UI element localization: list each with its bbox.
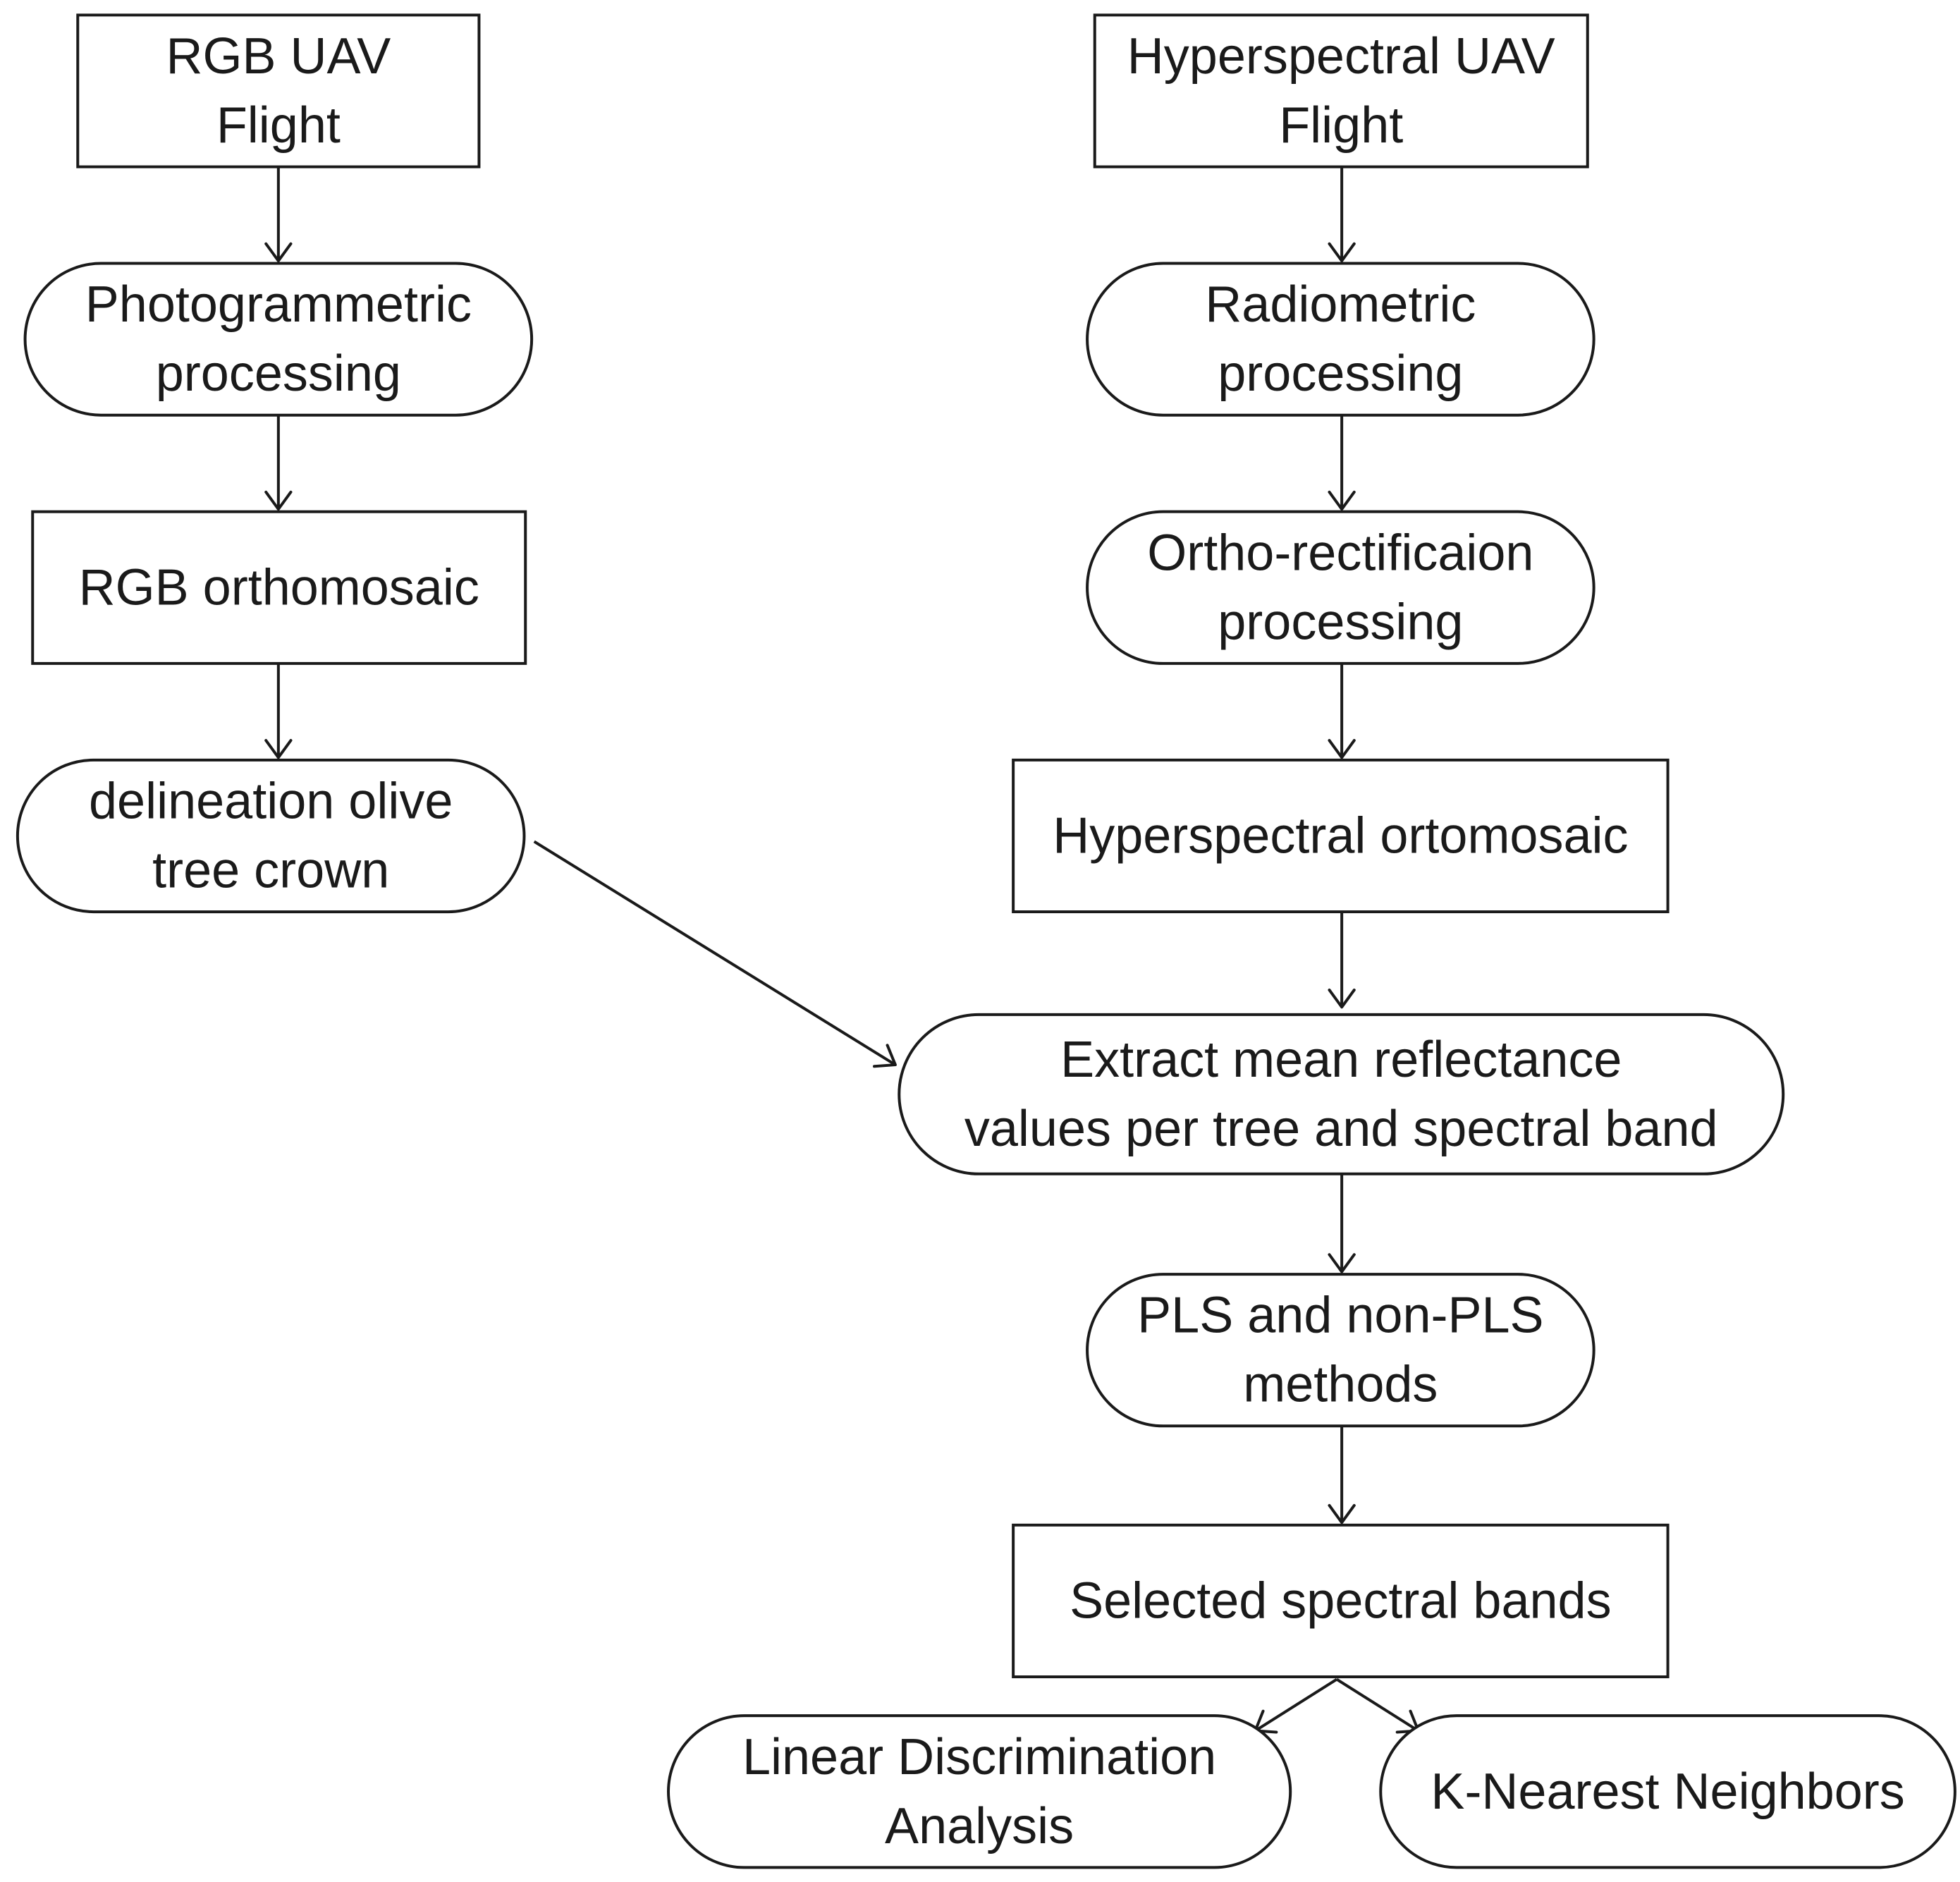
edge-photogrammetric-to-rgb-ortho xyxy=(264,415,293,511)
node-label-line: Hyperspectral UAV xyxy=(1127,28,1555,85)
node-hyper-flight: Hyperspectral UAV Flight xyxy=(1093,13,1589,169)
node-selected: Selected spectral bands xyxy=(1012,1523,1670,1679)
node-label-line: methods xyxy=(1243,1357,1438,1413)
node-label-line: Ortho-rectificaion xyxy=(1147,525,1533,581)
node-shape-rect xyxy=(1093,13,1589,169)
edge-line xyxy=(1254,1678,1338,1733)
node-label-line: Hyperspectral ortomosaic xyxy=(1053,807,1628,864)
node-label-line: RGB orthomosaic xyxy=(79,559,479,616)
node-label-line: Extract mean reflectance xyxy=(1060,1032,1622,1088)
node-shape-pill xyxy=(1086,1273,1595,1428)
node-ortho-rect: Ortho-rectificaion processing xyxy=(1086,510,1595,665)
node-shape-pill xyxy=(1379,1714,1956,1869)
arrowhead-icon xyxy=(1328,1253,1356,1273)
node-label-line: processing xyxy=(1218,594,1463,650)
node-knn: K-Nearest Neighbors xyxy=(1379,1714,1956,1869)
node-shape-pill xyxy=(1086,262,1595,417)
arrowhead-icon xyxy=(264,242,293,262)
node-label-line: Radiometric xyxy=(1205,276,1476,333)
node-shape-pill xyxy=(16,758,526,914)
node-label-line: values per tree and spectral band xyxy=(964,1101,1718,1157)
nodes-layer: RGB UAVFlightPhotogrammetricprocessingRG… xyxy=(16,13,1956,1869)
node-shape-pill xyxy=(23,262,534,417)
node-label-line: Linear Discrimination xyxy=(742,1729,1216,1785)
node-label-line: Photogrammetric xyxy=(85,276,472,333)
edge-line xyxy=(1335,1678,1419,1733)
node-pls: PLS and non-PLS methods xyxy=(1086,1273,1595,1428)
edge-hyper-ortho-to-extract xyxy=(1328,912,1356,1009)
node-label-line: Analysis xyxy=(885,1798,1074,1854)
edge-rgb-ortho-to-delineation xyxy=(264,663,293,759)
edge-radiometric-to-ortho-rect xyxy=(1328,415,1356,511)
edge-selected-to-knn xyxy=(1335,1678,1420,1734)
node-label-line: processing xyxy=(1218,346,1463,402)
node-shape-pill xyxy=(898,1013,1785,1175)
node-radiometric: Radiometric processing xyxy=(1086,262,1595,417)
node-shape-pill xyxy=(1086,510,1595,665)
node-shape-rect xyxy=(31,510,527,665)
node-shape-rect xyxy=(1012,758,1670,914)
node-label-line: processing xyxy=(156,346,401,402)
arrowhead-icon xyxy=(264,739,293,759)
arrowhead-icon xyxy=(264,490,293,511)
arrowhead-icon xyxy=(1328,739,1356,759)
node-label-line: Selected spectral bands xyxy=(1070,1572,1611,1629)
node-hyper-ortho: Hyperspectral ortomosaic xyxy=(1012,758,1670,914)
edge-delineation-to-extract xyxy=(533,840,897,1068)
node-label-line: K-Nearest Neighbors xyxy=(1431,1764,1904,1820)
edge-extract-to-pls xyxy=(1328,1173,1356,1273)
arrowhead-icon xyxy=(1328,242,1356,262)
edge-line xyxy=(533,840,896,1066)
node-label-line: Flight xyxy=(1279,97,1403,154)
node-label-line: PLS and non-PLS xyxy=(1137,1288,1543,1344)
arrowhead-icon xyxy=(1328,988,1356,1009)
edges-layer xyxy=(264,166,1420,1734)
edge-hyper-flight-to-radiometric xyxy=(1328,166,1356,262)
node-label-line: RGB UAV xyxy=(166,28,391,85)
node-extract: Extract mean reflectance values per tree … xyxy=(898,1013,1785,1175)
edge-pls-to-selected xyxy=(1328,1426,1356,1524)
node-shape-rect xyxy=(1012,1523,1670,1679)
arrowhead-icon xyxy=(1328,490,1356,511)
edge-ortho-rect-to-hyper-ortho xyxy=(1328,663,1356,759)
edge-selected-to-lda xyxy=(1254,1678,1338,1734)
node-label-line: delineation olive xyxy=(89,773,453,829)
node-delineation: delineation olive tree crown xyxy=(16,758,526,914)
node-shape-rect xyxy=(76,13,481,169)
node-label-line: tree crown xyxy=(152,842,389,898)
node-label-line: Flight xyxy=(216,97,341,154)
node-photogrammetric: Photogrammetric processing xyxy=(23,262,534,417)
node-rgb-flight: RGB UAV Flight xyxy=(76,13,481,169)
arrowhead-icon xyxy=(873,1044,897,1068)
arrowhead-icon xyxy=(1328,1503,1356,1524)
edge-rgb-flight-to-photogrammetric xyxy=(264,166,293,262)
node-rgb-ortho: RGB orthomosaic xyxy=(31,510,527,665)
node-shape-pill xyxy=(667,1714,1292,1869)
